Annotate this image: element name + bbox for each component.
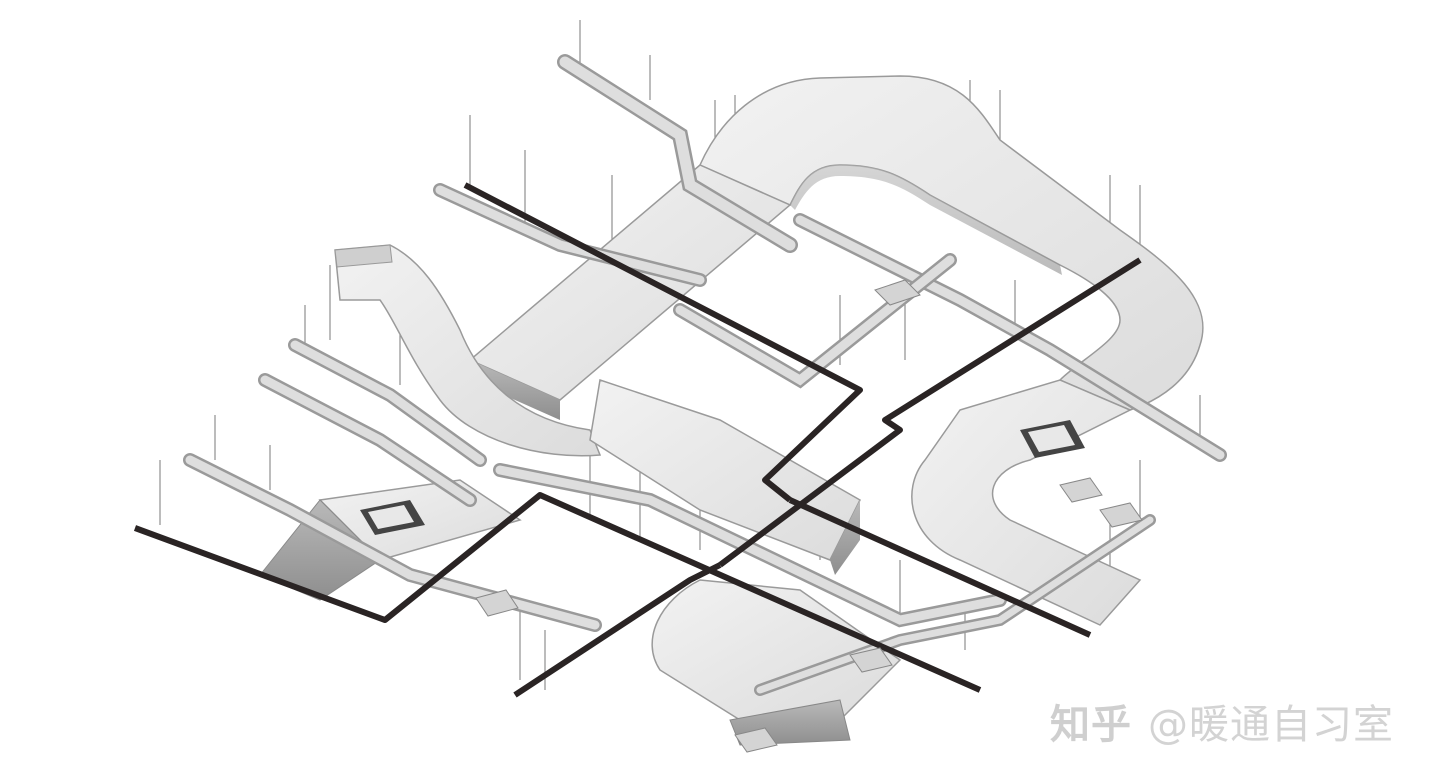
right-duct-with-diffuser	[911, 379, 1142, 626]
dark-pipes	[133, 182, 1142, 698]
round-pipes	[183, 54, 1227, 696]
zhihu-logo: 知乎	[1050, 702, 1132, 748]
author-handle: @暖通自习室	[1148, 702, 1394, 748]
diagonal-supply-duct	[468, 164, 792, 420]
ceiling-diffuser-icon	[360, 500, 425, 535]
watermark: 知乎 @暖通自习室	[1050, 696, 1394, 748]
ceiling-diffuser-icon	[1020, 420, 1085, 458]
terminal-boxes	[475, 279, 1143, 753]
center-duct	[589, 379, 861, 575]
main-supply-duct-loop	[699, 75, 1204, 411]
s-bend-duct	[334, 244, 602, 457]
